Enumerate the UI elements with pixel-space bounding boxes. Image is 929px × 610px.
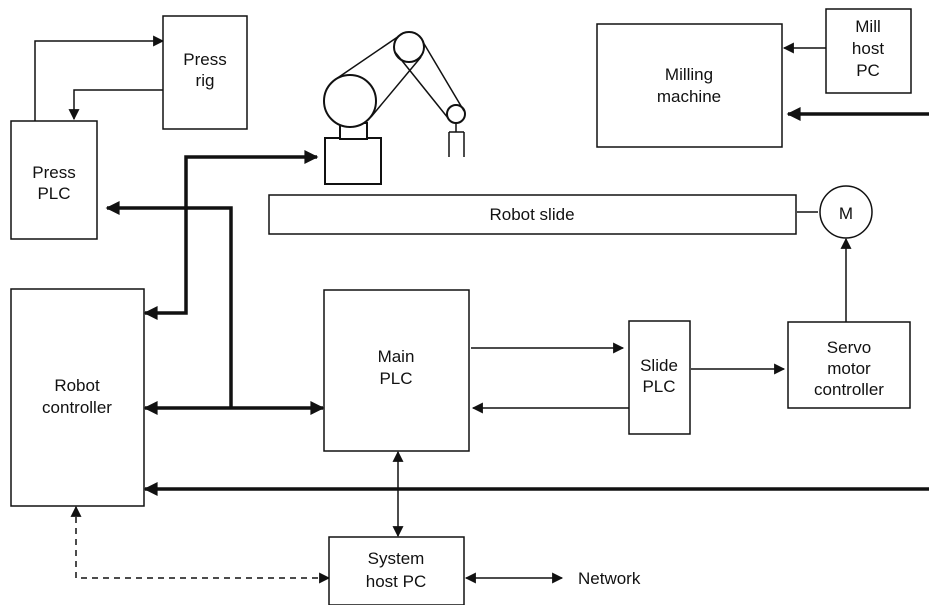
robot-controller-robot-arrow xyxy=(143,150,319,320)
milling-machine-block: Milling machine xyxy=(596,23,783,148)
servo-motor-controller-block: Servo motor controller xyxy=(787,321,911,409)
robot-controller-label-line1: Robot xyxy=(54,376,100,395)
slide-plc-label-line2: PLC xyxy=(642,377,675,396)
mill-host-pc-label-line3: PC xyxy=(856,61,880,80)
mill-host-pc-label-line1: Mill xyxy=(855,17,881,36)
network-label: Network xyxy=(578,569,641,588)
press-plc-label-line1: Press xyxy=(32,163,75,182)
robot-controller-block: Robot controller xyxy=(10,288,145,507)
system-host-pc-block: System host PC xyxy=(328,536,465,606)
motor-symbol: M xyxy=(819,185,873,239)
press-plc-to-rig-arrow xyxy=(34,35,165,121)
milling-machine-label-line2: machine xyxy=(657,87,721,106)
servo-label-line2: motor xyxy=(827,359,871,378)
main-plc-block: Main PLC xyxy=(323,289,470,452)
mill-host-pc-block: Mill host PC xyxy=(825,8,912,94)
system-host-pc-label-line1: System xyxy=(368,549,425,568)
robot-controller-label-line2: controller xyxy=(42,398,112,417)
servo-label-line1: Servo xyxy=(827,338,871,357)
robot-slide-label: Robot slide xyxy=(489,205,574,224)
milling-machine-label-line1: Milling xyxy=(665,65,713,84)
system-host-pc-label-line2: host PC xyxy=(366,572,426,591)
robot-slide-block: Robot slide xyxy=(268,194,797,235)
main-plc-label-line2: PLC xyxy=(379,369,412,388)
press-rig-label-line1: Press xyxy=(183,50,226,69)
slide-plc-label-line1: Slide xyxy=(640,356,678,375)
host-controller-dashed-arrow xyxy=(70,505,331,584)
rig-to-press-plc-arrow xyxy=(68,89,163,121)
main-plc-label-line1: Main xyxy=(378,347,415,366)
press-plc-label-line2: PLC xyxy=(37,184,70,203)
robot-arm-icon xyxy=(323,31,466,185)
press-plc-block: Press PLC xyxy=(10,120,98,240)
servo-label-line3: controller xyxy=(814,380,884,399)
motor-label: M xyxy=(839,204,853,223)
slide-plc-block: Slide PLC xyxy=(628,320,691,435)
press-rig-label-line2: rig xyxy=(196,71,215,90)
press-rig-block: Press rig xyxy=(162,15,248,130)
mill-host-pc-label-line2: host xyxy=(852,39,884,58)
